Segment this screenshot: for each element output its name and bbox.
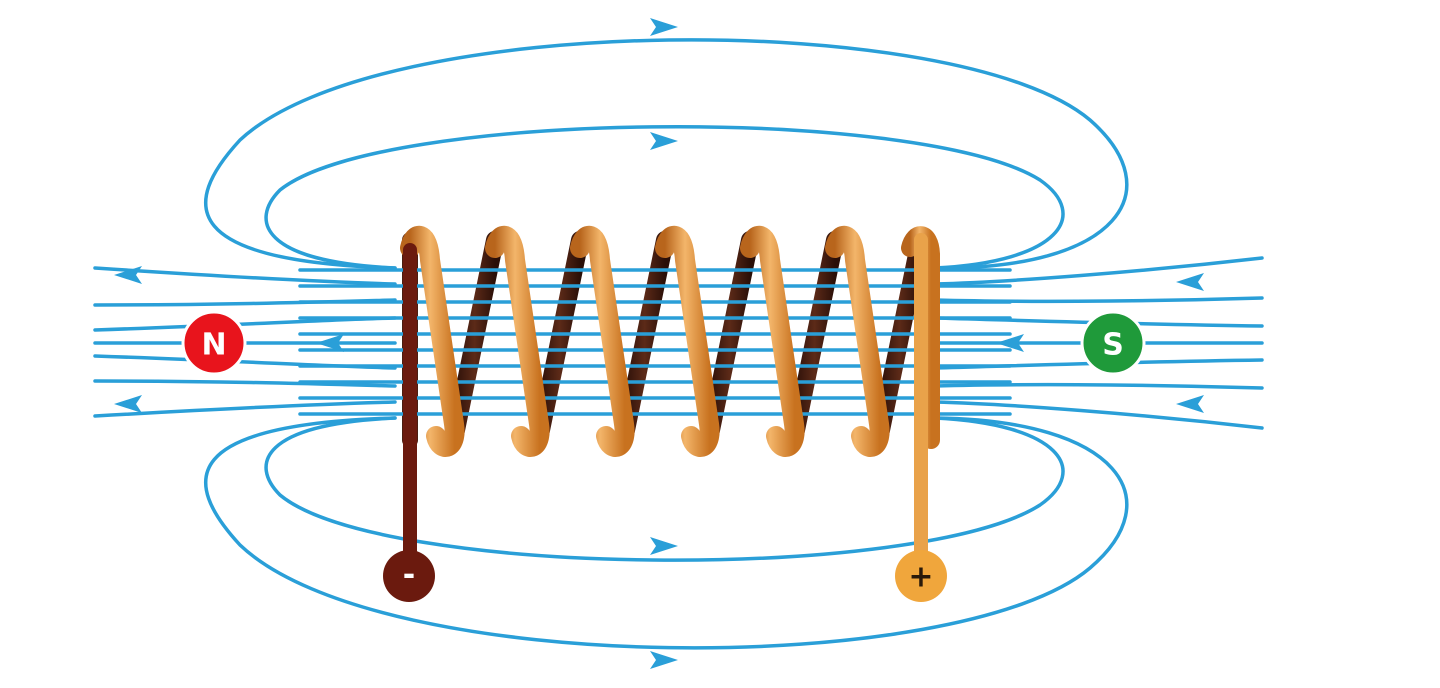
field-arrow [114, 266, 142, 284]
field-line [93, 316, 397, 332]
field-arrow [1176, 273, 1204, 291]
field-line [933, 296, 1264, 304]
coil-front-strand [825, 225, 890, 457]
field-line [933, 256, 1264, 286]
negative-terminal: - [383, 550, 435, 602]
south-pole-marker: S [1080, 310, 1146, 376]
field-line [93, 400, 397, 418]
field-arrow [650, 651, 678, 669]
field-arrow [996, 334, 1024, 352]
field-line [264, 125, 1065, 270]
field-line [264, 416, 1065, 562]
coil-front-strand [485, 225, 550, 457]
field-line [204, 38, 1129, 270]
field-line [93, 298, 397, 307]
positive-terminal: + [895, 550, 947, 602]
field-arrow [114, 395, 142, 413]
field-line [93, 354, 397, 370]
south-pole-label: S [1102, 328, 1124, 363]
field-arrow [1176, 395, 1204, 413]
positive-terminal-label: + [908, 560, 933, 595]
north-pole-marker: N [181, 310, 247, 376]
field-arrow [650, 132, 678, 150]
field-arrow [650, 18, 678, 36]
negative-terminal-label: - [403, 558, 415, 593]
field-line [933, 382, 1264, 390]
field-arrow [650, 537, 678, 555]
coil-front-strands [400, 225, 940, 457]
field-line [204, 416, 1129, 650]
field-line [933, 358, 1264, 370]
field-line [933, 316, 1264, 328]
field-line [93, 379, 397, 388]
magnetic-field-lines [93, 38, 1264, 650]
coil-front-strand [740, 225, 805, 457]
north-pole-label: N [201, 328, 226, 363]
coil-front-strand [570, 225, 635, 457]
field-line [933, 400, 1264, 430]
coil-front-strand [400, 225, 465, 457]
field-direction-arrows [114, 18, 1204, 669]
field-arrow [316, 334, 344, 352]
coil-leads [403, 233, 928, 567]
coil-front-strand [655, 225, 720, 457]
